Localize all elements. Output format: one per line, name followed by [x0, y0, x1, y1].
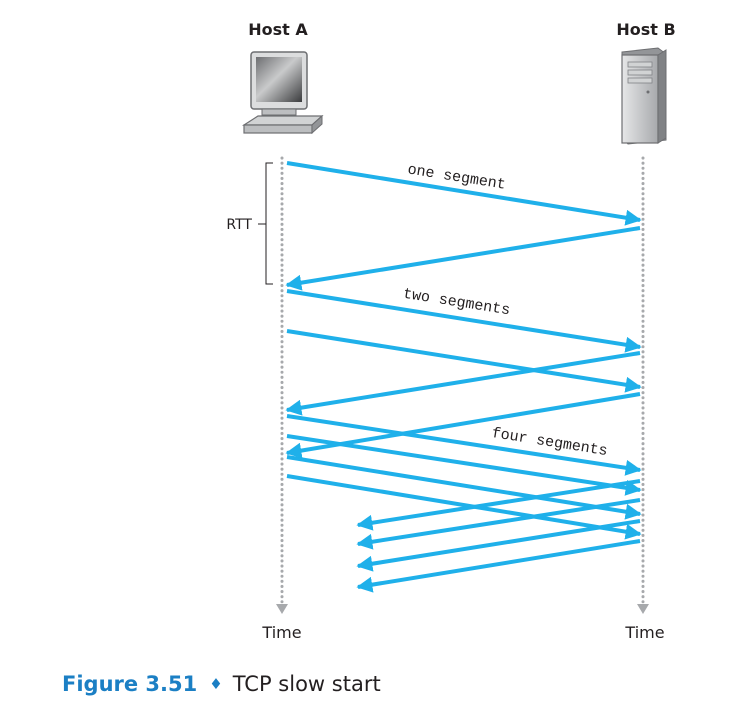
host-b-time-label: Time — [624, 623, 664, 642]
figure-title: TCP slow start — [232, 672, 381, 696]
figure-caption: Figure 3.51 ♦ TCP slow start — [62, 672, 381, 696]
two-segments-label: two segments — [402, 286, 511, 320]
server-tower-icon — [621, 47, 667, 145]
ack-arrow — [285, 226, 641, 291]
rtt-bracket — [258, 162, 273, 285]
host-a-time-label: Time — [261, 623, 301, 642]
segment-arrow — [286, 474, 642, 540]
segment-arrows — [286, 161, 642, 540]
segment-arrow — [286, 289, 642, 353]
host-b-label: Host B — [616, 20, 675, 39]
ack-arrows — [285, 226, 641, 593]
ack-arrow — [356, 479, 641, 531]
ack-arrow — [356, 519, 641, 572]
ack-arrow — [285, 351, 641, 416]
host-a-time-arrowhead — [276, 604, 288, 614]
host-a-label: Host A — [248, 20, 308, 39]
ack-arrow — [356, 498, 641, 550]
segment-arrow — [286, 161, 642, 226]
ack-arrow — [285, 392, 641, 459]
rtt-label: RTT — [226, 217, 252, 233]
diamond-icon: ♦ — [209, 675, 223, 693]
figure-number: Figure 3.51 — [62, 672, 198, 696]
host-b-time-arrowhead — [637, 604, 649, 614]
segment-arrow — [286, 414, 642, 476]
segment-arrow — [286, 455, 642, 520]
segment-arrow — [286, 329, 642, 393]
desktop-computer-icon — [241, 51, 324, 135]
ack-arrow — [356, 539, 641, 593]
